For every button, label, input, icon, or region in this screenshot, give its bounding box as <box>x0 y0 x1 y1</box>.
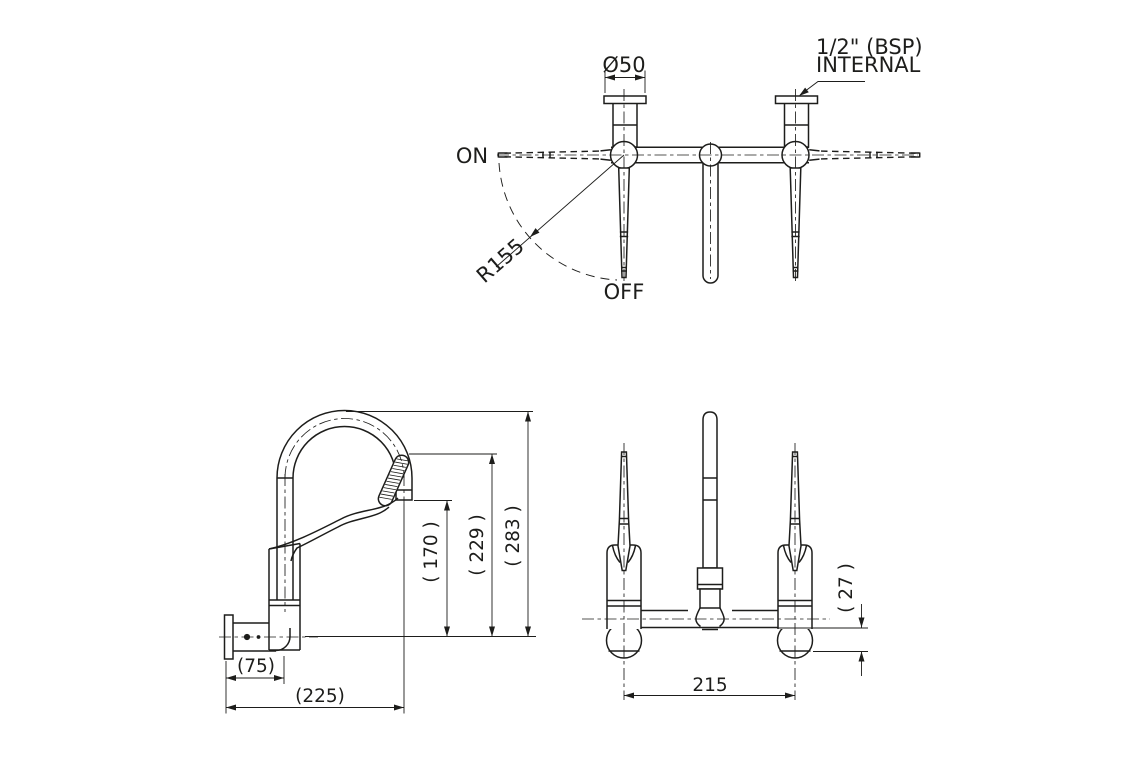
radius-arrowhead <box>530 228 540 237</box>
lever-blade <box>268 497 399 562</box>
spout-riser-front <box>702 411 718 569</box>
right-lever-tip <box>910 152 921 158</box>
spout-band <box>699 588 721 609</box>
right-lever-ticks <box>869 151 878 159</box>
inlet-pipe-side <box>233 622 276 652</box>
lever-grip <box>377 454 410 507</box>
side-view: (75) (225) ( 170 ) ( 229 ) ( 283 ) <box>219 409 536 714</box>
right-lever-stub <box>809 149 820 161</box>
spout-centerline-arc <box>284 418 405 479</box>
side-centerlines <box>219 474 405 638</box>
spout-arc-outer <box>276 409 413 479</box>
dim-lever-height-229: ( 229 ) <box>467 514 488 576</box>
spout-collar <box>696 567 724 590</box>
right-body-slot <box>782 545 808 563</box>
dim-overall-height-283: ( 283 ) <box>503 505 524 567</box>
dim-wall-to-body-75: (75) <box>237 656 275 677</box>
inlet-elbow <box>275 628 291 652</box>
thread-note-arrowhead <box>799 87 809 96</box>
left-lever-off-position <box>617 167 631 279</box>
front-centerlines <box>582 443 830 700</box>
lever-grip-outline <box>377 454 410 507</box>
front-arrowheads <box>624 617 865 699</box>
front-dimension-lines <box>624 604 868 696</box>
spout-riser-joints <box>703 477 717 501</box>
right-wall-flange <box>774 95 819 105</box>
note-thread-size-line1: 1/2" (BSP) <box>816 35 923 59</box>
lever-grip-hatching <box>379 458 409 500</box>
dim-radius-r155: R155 <box>472 234 529 288</box>
dim-diameter-50: Ø50 <box>602 53 645 77</box>
dim-inlet-centres-215: 215 <box>692 675 727 696</box>
left-wall-flange <box>603 95 647 105</box>
dim-body-drop-27: ( 27 ) <box>836 563 857 613</box>
lever-swing-arc <box>498 162 618 281</box>
connecting-pipe <box>641 609 778 629</box>
dim-outlet-height-170: ( 170 ) <box>421 521 442 583</box>
dia50-arrowheads <box>605 74 645 81</box>
thread-note-leader <box>799 81 865 96</box>
left-body-slot <box>611 545 637 563</box>
dim-wall-to-outlet-225: (225) <box>295 686 345 707</box>
side-dimension-lines <box>225 411 536 714</box>
note-thread-size-line2: INTERNAL <box>816 53 921 77</box>
label-on: ON <box>456 144 488 168</box>
spout-trumpet-base <box>695 607 725 631</box>
radius-leader-line <box>495 154 625 268</box>
label-off: OFF <box>604 280 645 304</box>
plan-centerlines <box>497 89 918 281</box>
left-lever-stub <box>600 149 611 161</box>
top-view: ON OFF R155 Ø50 1/2" (BSP) INTERNAL <box>456 35 923 304</box>
spout-arc-inner <box>292 425 397 479</box>
front-view: 215 ( 27 ) <box>582 411 868 700</box>
valve-body-side <box>268 542 301 651</box>
right-lever-off-position <box>789 167 802 279</box>
